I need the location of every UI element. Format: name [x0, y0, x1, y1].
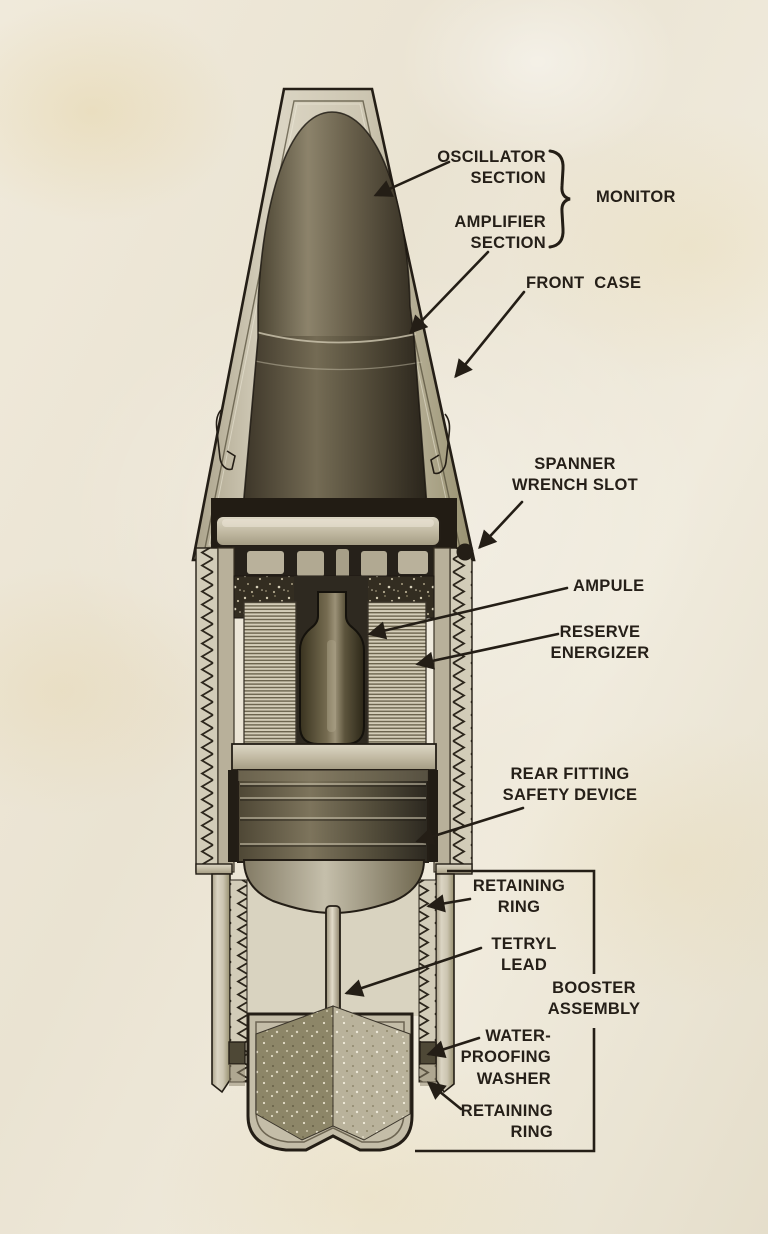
leader-tetryl: [344, 946, 483, 997]
leader-rear-fitting: [415, 806, 525, 846]
label-line: TETRYL: [491, 935, 557, 953]
label-line: WRENCH SLOT: [511, 476, 639, 495]
support-plate: [231, 743, 437, 771]
label-line: SECTION: [470, 169, 546, 188]
booster-cup-and-charge: [246, 1005, 414, 1152]
monitor-brace: [548, 149, 571, 249]
label-line: WASHER: [476, 1069, 551, 1088]
label-line: SPANNER: [534, 455, 616, 473]
leader-waterproofing: [426, 1036, 481, 1058]
label-line: BOOSTER: [552, 979, 636, 997]
label-line: FRONT CASE: [526, 274, 642, 292]
spring-clip-slots: [215, 409, 451, 475]
label-line: PROOFING: [460, 1048, 551, 1067]
leader-reserve-energizer: [415, 632, 560, 670]
label-line: OSCILLATOR: [437, 148, 546, 166]
label-line: RETAINING: [460, 1102, 553, 1120]
rear-fitting-safety-device-drum: [228, 769, 438, 863]
label-line: ASSEMBLY: [547, 1000, 641, 1019]
label-rear-fitting-safety-device: REAR FITTING SAFETY DEVICE: [480, 764, 660, 807]
label-line: REAR FITTING: [510, 765, 630, 783]
flange-cap: [215, 515, 441, 547]
label-ampule: AMPULE: [573, 576, 644, 597]
label-line: SAFETY DEVICE: [502, 786, 638, 805]
label-line: RESERVE: [559, 623, 641, 641]
contact-band: [232, 546, 436, 580]
nose-cone-and-electronics: [241, 111, 429, 521]
leader-oscillator: [373, 160, 451, 197]
label-amplifier-section: AMPLIFIER SECTION: [380, 212, 546, 255]
leader-front-case: [454, 290, 526, 379]
label-line: WATER-: [485, 1027, 551, 1045]
label-line: RING: [510, 1123, 553, 1142]
potting-and-energizer: [233, 575, 435, 748]
label-line: ENERGIZER: [550, 644, 650, 663]
label-line: RING: [497, 898, 541, 917]
label-booster-assembly: BOOSTER ASSEMBLY: [514, 978, 674, 1021]
label-water-proofing-washer: WATER- PROOFING WASHER: [400, 1026, 551, 1090]
label-retaining-ring-upper: RETAINING RING: [439, 876, 599, 919]
label-oscillator-section: OSCILLATOR SECTION: [380, 147, 546, 190]
leader-spanner: [478, 500, 524, 549]
label-line: AMPLIFIER: [454, 213, 546, 231]
label-line: RETAINING: [472, 877, 566, 895]
leader-amplifier: [409, 250, 490, 334]
spanner-wrench-slot-hole: [456, 543, 474, 561]
tetryl-lead-rod: [325, 905, 341, 1015]
label-line: SECTION: [470, 234, 546, 253]
leader-retaining-upper: [426, 894, 472, 913]
label-tetryl-lead: TETRYL LEAD: [444, 934, 604, 977]
leader-lines: [344, 160, 569, 1111]
label-retaining-ring-lower: RETAINING RING: [393, 1101, 553, 1144]
label-line: AMPULE: [573, 577, 645, 595]
leader-retaining-lower: [426, 1081, 463, 1111]
reserve-energizer-stack-left: [243, 601, 297, 745]
label-spanner-wrench-slot: SPANNER WRENCH SLOT: [495, 454, 655, 497]
label-line: MONITOR: [596, 188, 676, 206]
label-reserve-energizer: RESERVE ENERGIZER: [520, 622, 680, 665]
label-line: LEAD: [500, 956, 548, 975]
booster-assembly-bracket: [415, 869, 596, 1153]
leader-ampule: [367, 586, 569, 640]
label-monitor: MONITOR: [596, 187, 676, 208]
label-front-case: FRONT CASE: [526, 273, 641, 294]
